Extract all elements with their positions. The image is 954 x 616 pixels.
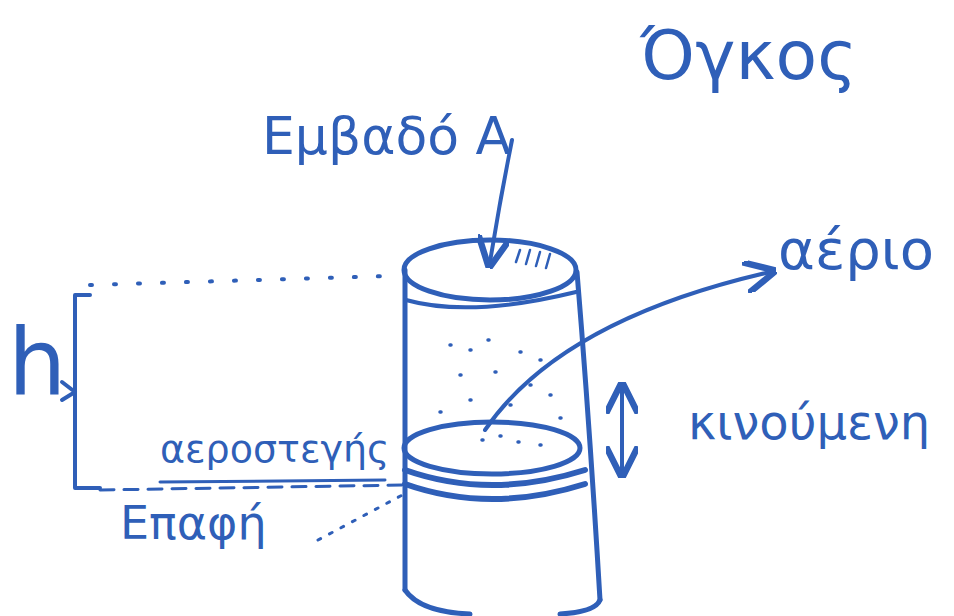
airtight-label: αεροστεγής — [160, 430, 389, 468]
volume-label: Όγκος — [640, 22, 857, 90]
height-label: h — [8, 318, 66, 410]
moving-label: κινούμενη — [688, 398, 930, 446]
piston-seal — [405, 470, 585, 499]
motion-arrow — [620, 388, 624, 472]
airtight-underline — [160, 480, 385, 482]
height-leader-top — [90, 276, 390, 285]
cylinder-walls — [405, 270, 600, 600]
top-hatching — [516, 250, 550, 268]
area-label: Εμβαδό A — [262, 110, 511, 162]
height-leader-bottom — [100, 485, 405, 490]
gas-dots — [440, 340, 561, 445]
contact-leader — [318, 492, 408, 540]
contact-label: Επαφή — [120, 500, 267, 546]
cylinder-bottom — [405, 590, 600, 614]
piston-top — [404, 422, 580, 474]
top-rim — [406, 292, 576, 307]
gas-label: αέριο — [778, 222, 934, 278]
cylinder-top — [404, 240, 576, 300]
height-bracket — [75, 295, 100, 488]
